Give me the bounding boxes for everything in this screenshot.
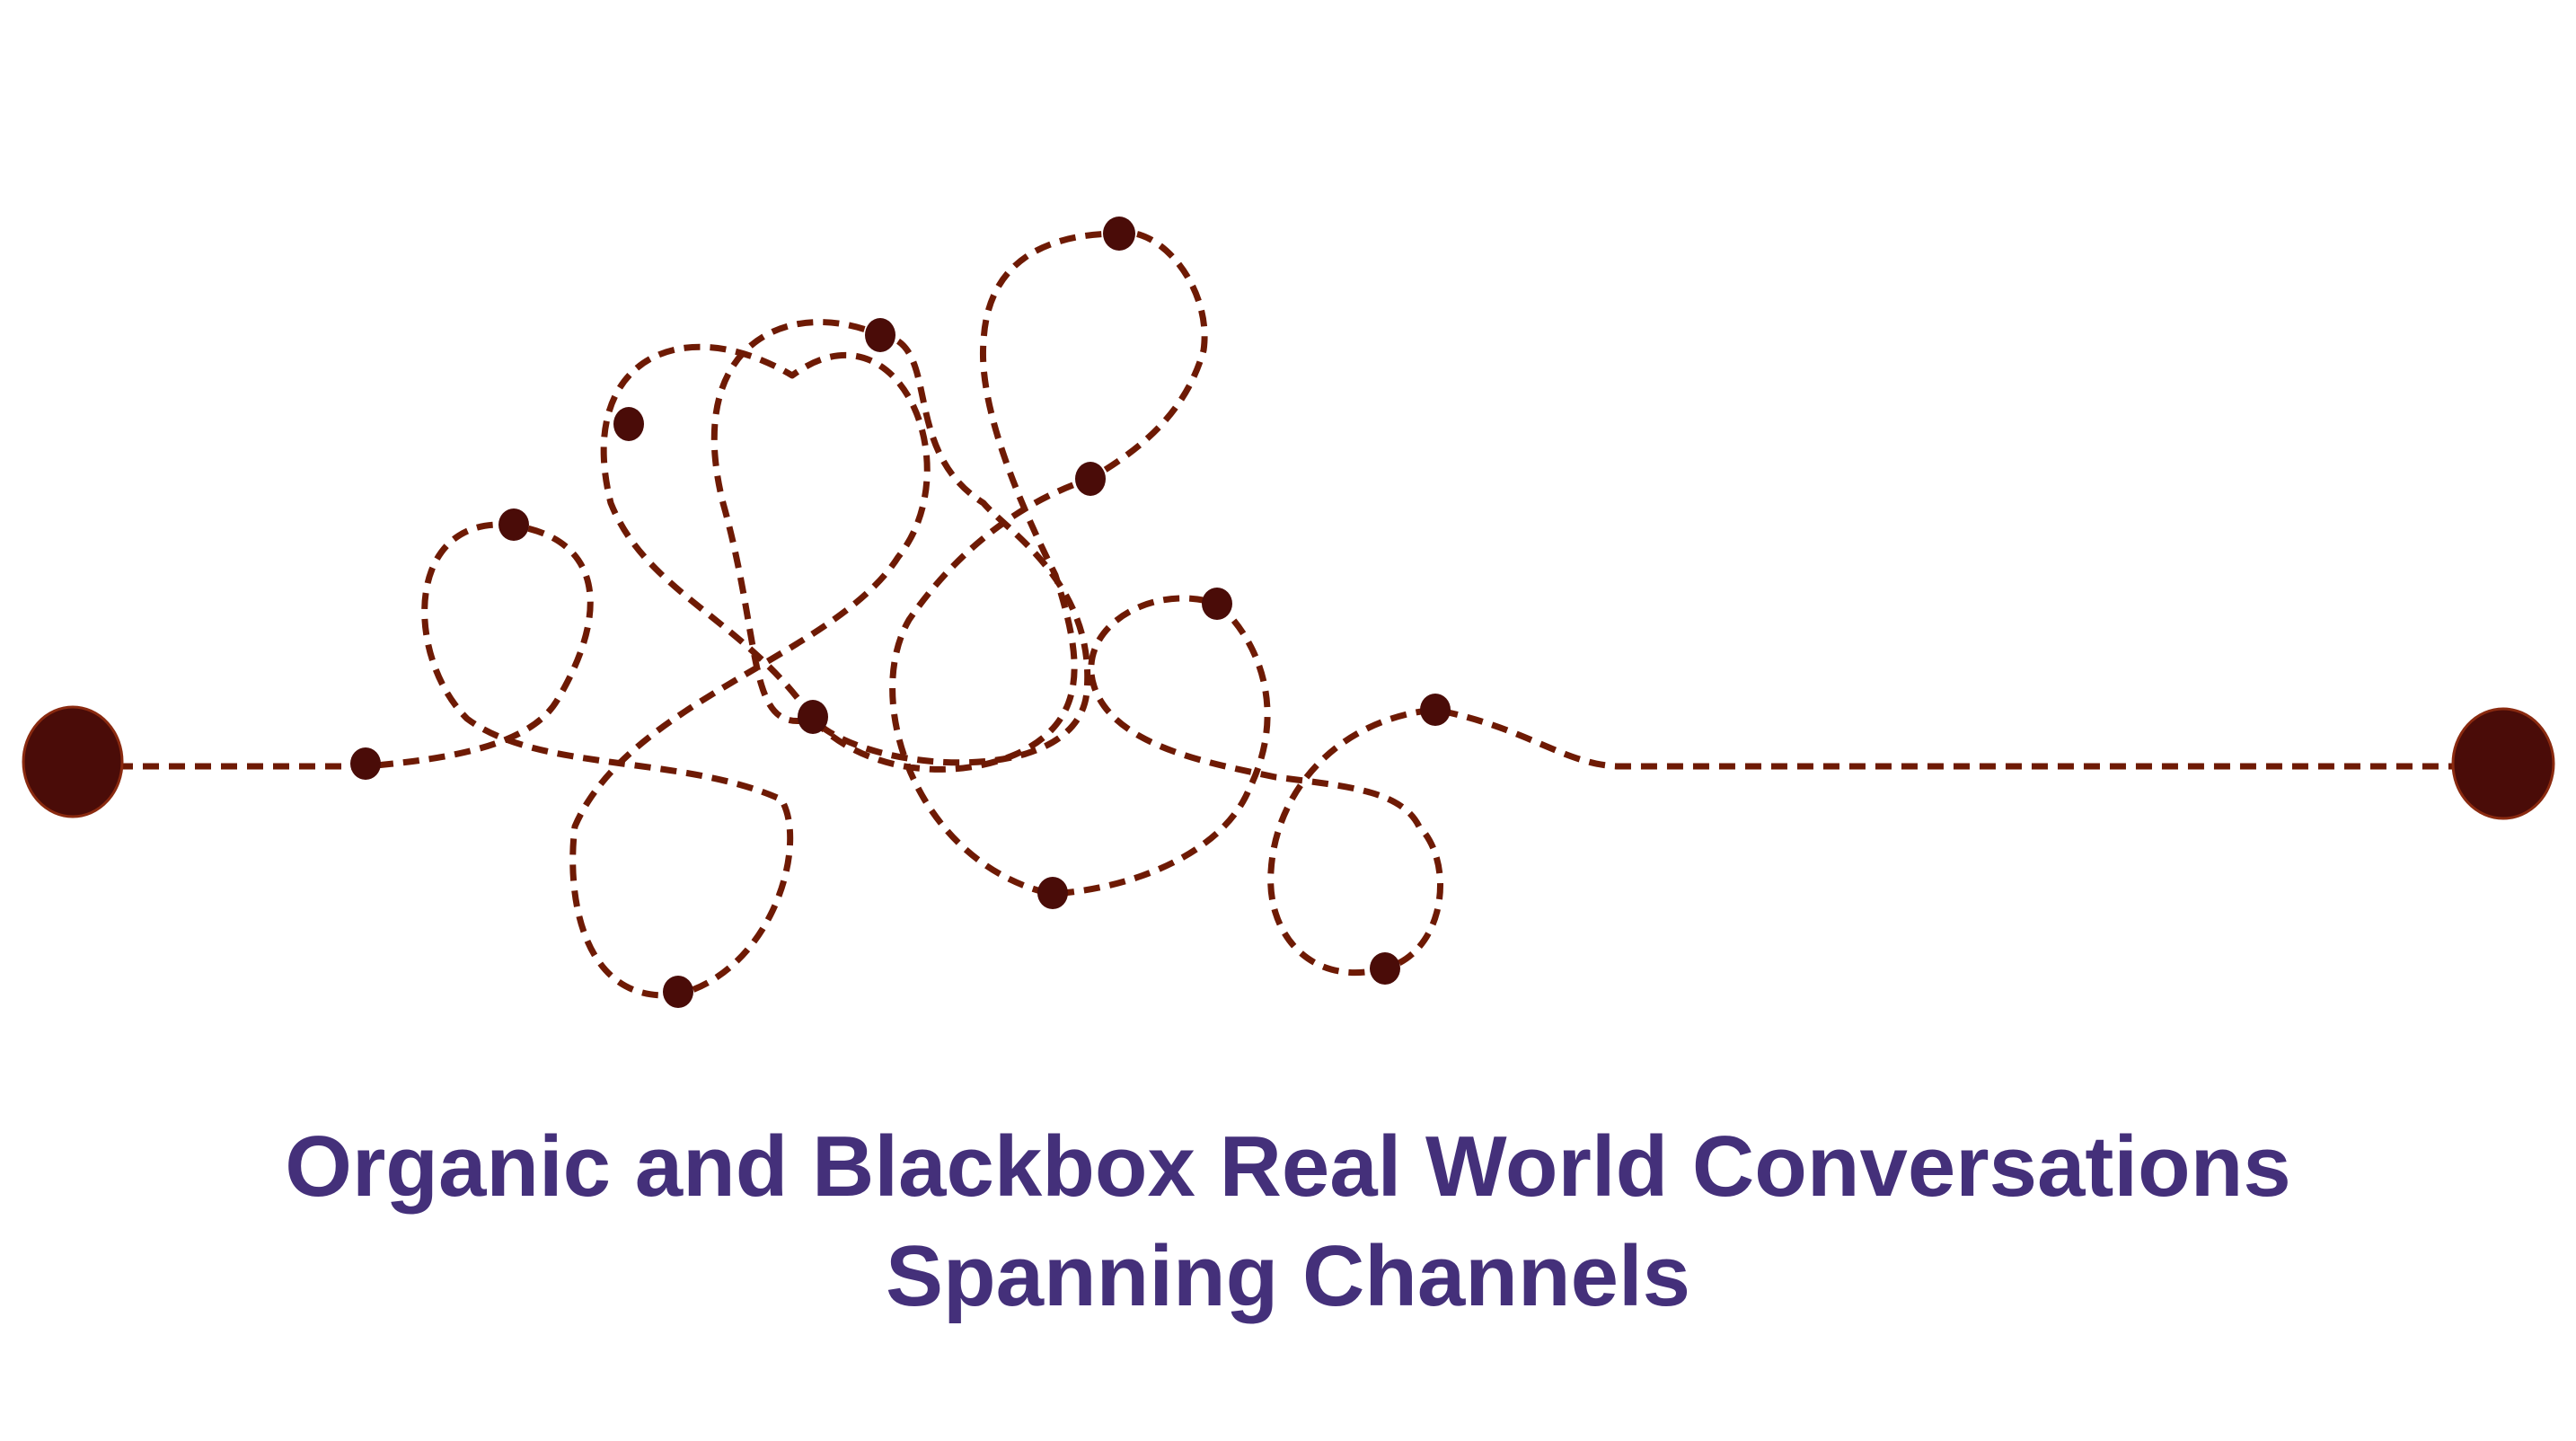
waypoint-dot	[613, 407, 644, 441]
slide-title: Organic and Blackbox Real World Conversa…	[0, 1112, 2576, 1331]
waypoint-dot	[1202, 588, 1232, 620]
waypoint-dot	[865, 318, 895, 352]
waypoint-dot	[798, 700, 828, 734]
slide-title-line-1: Organic and Blackbox Real World Conversa…	[285, 1118, 2291, 1215]
slide-title-line-2: Spanning Channels	[885, 1228, 1691, 1324]
waypoint-dot	[1103, 217, 1135, 251]
waypoint-dot	[663, 976, 693, 1008]
waypoint-dot	[1370, 952, 1400, 985]
waypoints	[350, 217, 1451, 1008]
end-node	[2451, 707, 2555, 820]
waypoint-dot	[1420, 694, 1451, 726]
tangled-dashed-path-middle	[810, 229, 2486, 977]
start-node	[22, 705, 124, 818]
waypoint-dot	[1037, 877, 1068, 909]
waypoint-dot	[1075, 462, 1106, 496]
waypoint-dot	[498, 508, 529, 541]
waypoint-dot	[350, 747, 381, 780]
tangled-dashed-path	[117, 319, 1091, 999]
